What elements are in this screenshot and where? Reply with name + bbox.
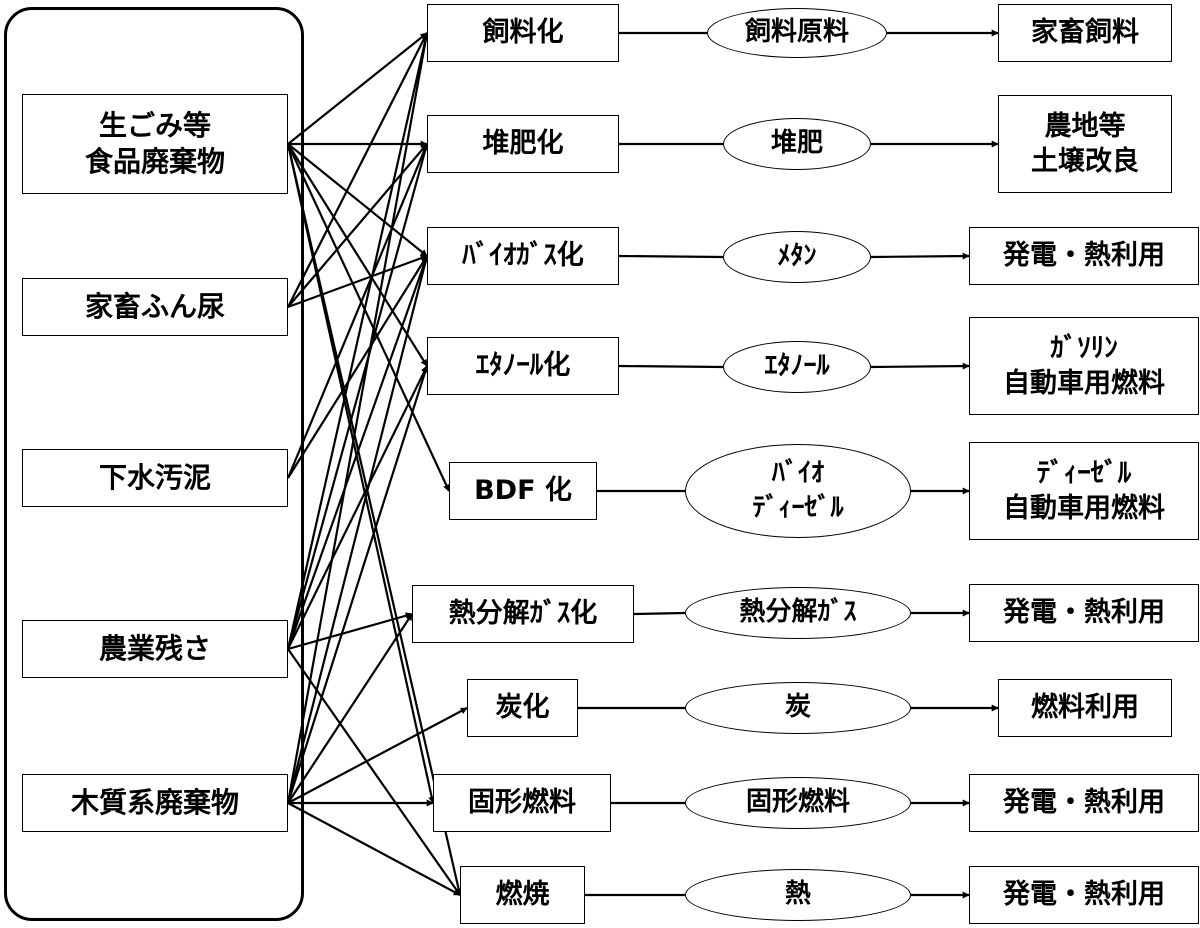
arrow-s1-p5 [287, 143, 450, 492]
arrow-m3-u3 [870, 252, 970, 260]
source-group-frame [4, 7, 304, 921]
arrow-s1-p1 [287, 32, 428, 145]
arrow-s4-p4 [287, 365, 428, 650]
use-gasoline-vehicle-fuel: ｶﾞｿﾘﾝ 自動車用燃料 [969, 317, 1199, 415]
arrow-s2-p1 [287, 32, 428, 308]
product-solid-fuel: 固形燃料 [685, 777, 911, 829]
use-soil-improvement: 農地等 土壌改良 [998, 95, 1172, 193]
arrow-s1-p3 [287, 143, 428, 257]
product-charcoal: 炭 [685, 682, 911, 734]
product-compost: 堆肥 [723, 118, 871, 170]
arrow-s3-p3 [287, 255, 428, 479]
arrow-s4-p9 [287, 648, 461, 896]
process-pyrolysis-gas: 熱分解ｶﾞｽ化 [412, 585, 634, 643]
use-diesel-vehicle-fuel: ﾃﾞｨｰｾﾞﾙ 自動車用燃料 [969, 442, 1199, 540]
source-agricultural-residue: 農業残さ [22, 620, 288, 678]
arrow-p3-m3 [618, 254, 724, 259]
product-biodiesel: ﾊﾞｲｵ ﾃﾞｨｰｾﾞﾙ [685, 444, 911, 538]
source-livestock-manure: 家畜ふん尿 [22, 278, 288, 336]
source-food-waste: 生ごみ等 食品廃棄物 [22, 94, 288, 194]
use-power-heat-2: 発電・熱利用 [969, 584, 1199, 642]
process-carbonization: 炭化 [467, 679, 578, 737]
arrow-s1-p9 [286, 143, 463, 896]
use-livestock-feed: 家畜飼料 [998, 4, 1172, 62]
arrow-s5-p3 [286, 255, 429, 804]
process-compost: 堆肥化 [427, 115, 619, 173]
source-sewage-sludge: 下水汚泥 [22, 449, 288, 507]
use-fuel: 燃料利用 [998, 679, 1172, 737]
arrow-s5-p4 [286, 365, 429, 804]
product-pyrolysis-gas: 熱分解ｶﾞｽ [685, 587, 911, 639]
process-combustion: 燃焼 [460, 866, 585, 924]
arrow-s4-p1 [286, 32, 430, 650]
product-heat: 熱 [685, 869, 911, 921]
arrow-s5-p6 [287, 613, 413, 804]
process-feed: 飼料化 [427, 4, 619, 62]
arrow-s4-p2 [286, 143, 429, 650]
process-bdf: BDF 化 [449, 462, 597, 520]
arrow-p4-m4 [618, 364, 724, 369]
process-ethanol: ｴﾀﾉｰﾙ化 [427, 337, 619, 395]
arrow-s1-p4 [287, 143, 428, 367]
product-feed-material: 飼料原料 [707, 8, 887, 58]
process-biogas: ﾊﾞｲｵｶﾞｽ化 [427, 227, 619, 285]
product-methane: ﾒﾀﾝ [723, 231, 871, 283]
process-solid-fuel: 固形燃料 [433, 774, 611, 832]
arrow-s4-p3 [286, 255, 429, 650]
arrow-s4-p6 [287, 612, 413, 651]
arrow-s2-p2 [287, 143, 428, 308]
product-ethanol: ｴﾀﾉｰﾙ [723, 341, 871, 393]
use-power-heat-3: 発電・熱利用 [969, 774, 1199, 832]
use-power-heat-1: 発電・熱利用 [969, 227, 1199, 285]
arrow-p6-m6 [633, 611, 686, 616]
use-power-heat-4: 発電・熱利用 [969, 866, 1199, 924]
source-woody-waste: 木質系廃棄物 [22, 774, 288, 832]
arrow-s5-p1 [286, 32, 430, 804]
arrow-s2-p3 [287, 254, 428, 309]
arrow-m4-u4 [870, 362, 970, 370]
arrow-s5-p9 [287, 802, 461, 896]
arrow-s5-p7 [287, 707, 468, 804]
arrow-s3-p2 [286, 143, 429, 479]
